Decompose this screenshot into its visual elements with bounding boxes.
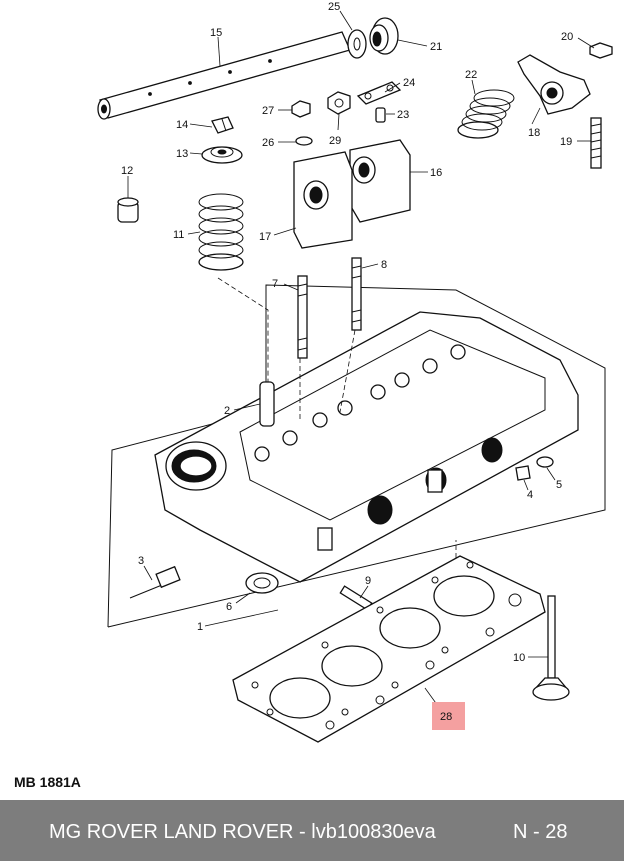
rocker-spring (457, 89, 515, 139)
rocker-shaft (97, 31, 351, 120)
callout-26: 26 (262, 137, 274, 149)
callout-4: 4 (527, 489, 533, 501)
callout-16: 16 (430, 167, 442, 179)
callout-leaders (127, 10, 595, 707)
sender-unit (129, 565, 181, 599)
footer-page-number: N - 28 (513, 821, 568, 843)
callout-labels: 25 15 21 20 24 22 27 29 23 14 18 26 19 1… (121, 1, 573, 723)
callout-14: 14 (176, 119, 188, 131)
callout-9: 9 (365, 575, 371, 587)
callout-28: 28 (440, 711, 452, 723)
exploded-parts-diagram: 25 15 21 20 24 22 27 29 23 14 18 26 19 1… (97, 1, 613, 743)
domed-nut (327, 91, 351, 115)
highlight-box (432, 702, 465, 730)
callout-13: 13 (176, 148, 188, 160)
callout-23: 23 (397, 109, 409, 121)
rocker-pedestal-rear (349, 139, 411, 223)
locking-plate (356, 81, 402, 105)
shaft-spring (369, 17, 399, 55)
hex-nut (291, 100, 311, 118)
rocker-nut (589, 42, 613, 59)
callout-10: 10 (513, 652, 525, 664)
callout-8: 8 (381, 259, 387, 271)
callout-24: 24 (403, 77, 415, 89)
callout-18: 18 (528, 127, 540, 139)
callout-6: 6 (226, 601, 232, 613)
valve-collets (211, 116, 234, 134)
short-stud (351, 257, 362, 331)
diagram-reference-code: MB 1881A (14, 774, 81, 790)
shaft-washer (347, 29, 367, 59)
callout-25: 25 (328, 1, 340, 13)
valve (532, 595, 570, 701)
footer-title: MG ROVER LAND ROVER - lvb100830eva (49, 821, 436, 843)
core-plug (515, 465, 531, 481)
callout-27: 27 (262, 105, 274, 117)
callout-17: 17 (259, 231, 271, 243)
head-gasket (232, 555, 546, 743)
callout-3: 3 (138, 555, 144, 567)
cylinder-head (154, 311, 579, 583)
dowel (536, 456, 554, 468)
callout-21: 21 (430, 41, 442, 53)
footer-bar: MG ROVER LAND ROVER - lvb100830eva N - 2… (0, 800, 624, 861)
callout-20: 20 (561, 31, 573, 43)
spring-cap (201, 146, 243, 164)
callout-1: 1 (197, 621, 203, 633)
plain-washer (295, 136, 313, 146)
rocker-arm (517, 54, 591, 115)
valve-guide (259, 381, 275, 427)
callout-22: 22 (465, 69, 477, 81)
adjusting-screw (375, 107, 386, 123)
callout-5: 5 (556, 479, 562, 491)
long-stud (297, 275, 308, 359)
callout-29: 29 (329, 135, 341, 147)
callout-12: 12 (121, 165, 133, 177)
callout-15: 15 (210, 27, 222, 39)
oil-seal (245, 572, 279, 594)
callout-11: 11 (173, 229, 184, 241)
rocker-stud (590, 117, 602, 169)
valve-spring (198, 193, 244, 271)
valve-stem-seal (117, 197, 139, 223)
callout-7: 7 (272, 278, 278, 290)
callout-2: 2 (224, 405, 230, 417)
rocker-pedestal-front (293, 151, 353, 249)
callout-19: 19 (560, 136, 572, 148)
